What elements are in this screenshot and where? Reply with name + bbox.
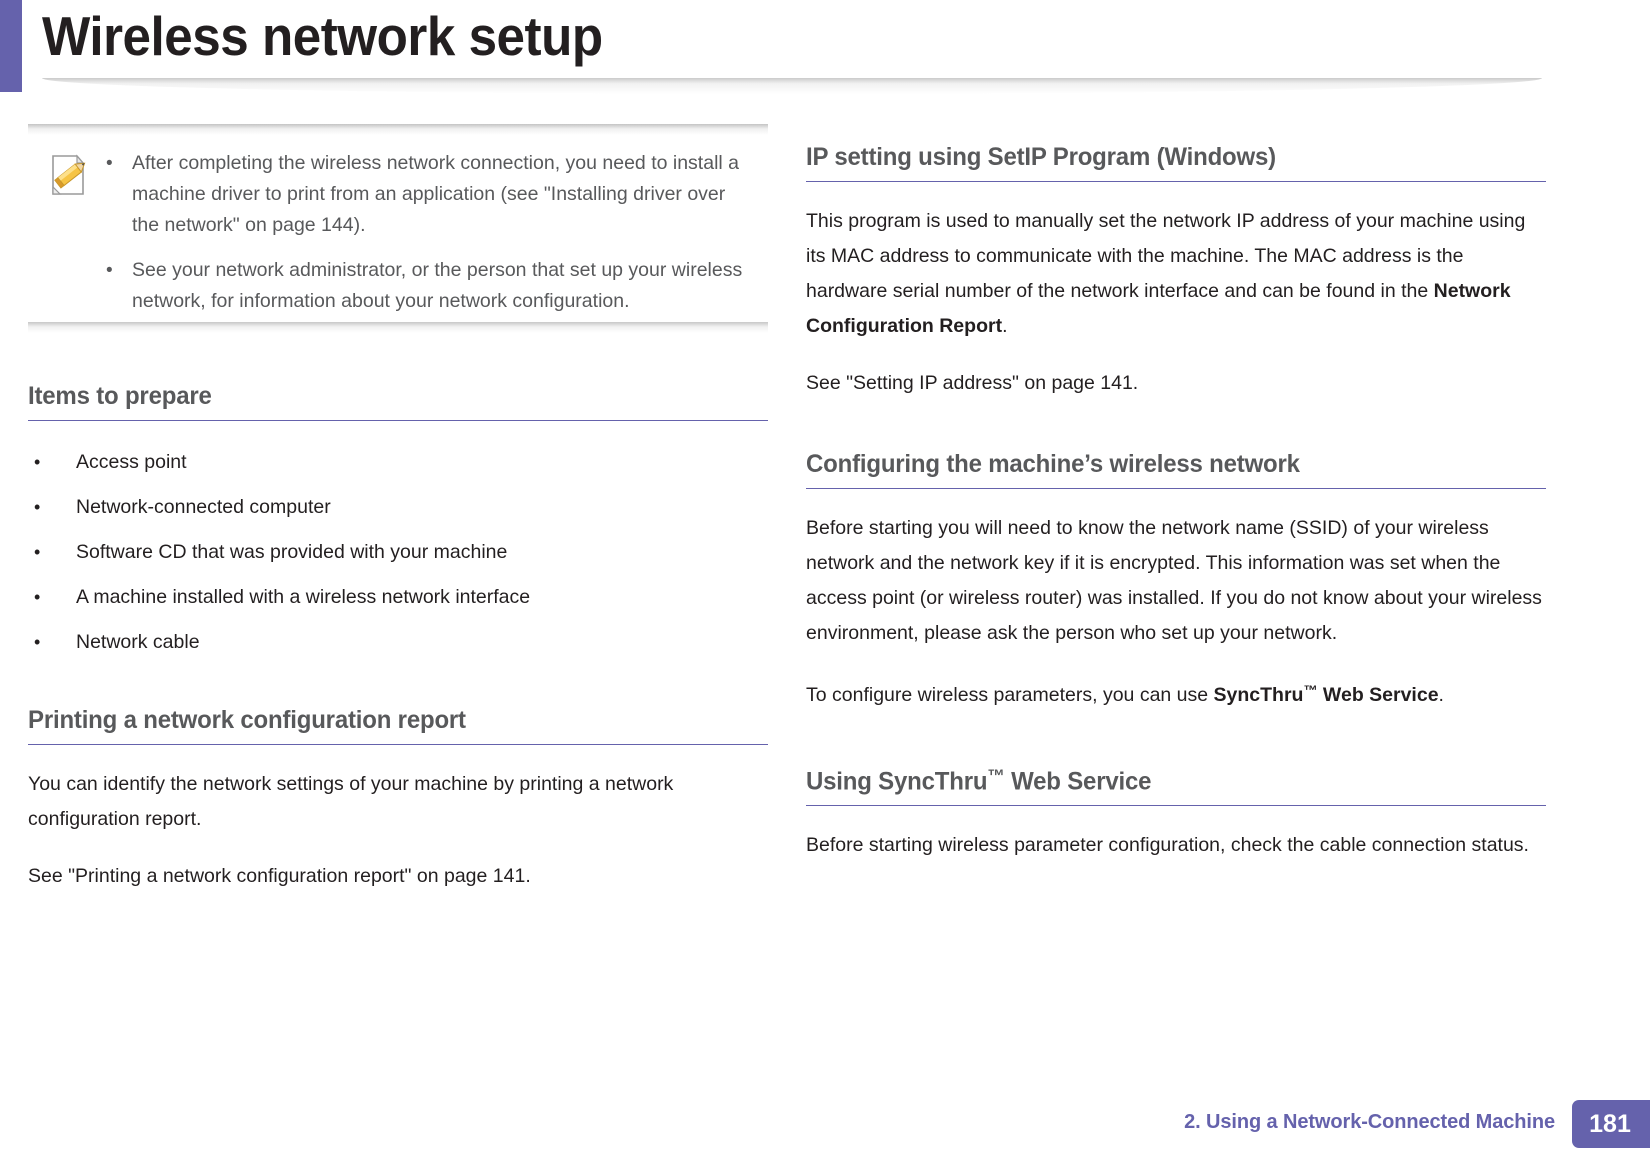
paragraph: See "Setting IP address" on page 141. <box>806 372 1139 394</box>
list-item-label: A machine installed with a wireless netw… <box>76 586 531 608</box>
list-item: • Access point <box>28 447 768 477</box>
note-pencil-icon <box>36 148 106 201</box>
list-bullet-glyph: • <box>34 542 41 562</box>
note-box: • After completing the wireless network … <box>28 124 768 333</box>
section-printing-network-config-report: Printing a network configuration report … <box>28 703 768 894</box>
list-item: • Software CD that was provided with you… <box>28 537 768 567</box>
brand-name: SyncThru <box>1213 683 1304 706</box>
note-box-bottom-rule <box>28 322 768 333</box>
section-heading: Items to prepare <box>28 382 212 410</box>
page-number-badge: 181 <box>1572 1100 1650 1148</box>
note-list: • After completing the wireless network … <box>106 148 760 317</box>
note-item: • After completing the wireless network … <box>106 148 756 241</box>
paragraph-text: . <box>1438 683 1444 706</box>
note-bullet-glyph: • <box>106 153 113 174</box>
list-item-label: Network cable <box>76 631 200 653</box>
section-heading: Using SyncThru™ Web Service <box>806 759 1516 799</box>
note-bullet-glyph: • <box>106 260 113 281</box>
page-body: • After completing the wireless network … <box>0 100 1650 1060</box>
right-column: IP setting using SetIP Program (Windows)… <box>806 100 1546 863</box>
list-item-label: Access point <box>76 451 187 473</box>
list-item-label: Software CD that was provided with your … <box>76 541 508 563</box>
note-item-text: See your network administrator, or the p… <box>132 259 743 312</box>
section-heading-rule <box>806 181 1546 182</box>
note-box-top-rule <box>28 124 768 135</box>
paragraph-text: To configure wireless parameters, you ca… <box>806 683 1214 706</box>
list-bullet-glyph: • <box>34 452 41 472</box>
list-bullet-glyph: • <box>34 497 41 517</box>
paragraph: You can identify the network settings of… <box>28 773 674 830</box>
brand-suffix: Web Service <box>1317 683 1439 706</box>
items-to-prepare-list: • Access point • Network-connected compu… <box>28 447 768 657</box>
note-item-text: After completing the wireless network co… <box>132 152 739 236</box>
page-header: Wireless network setup <box>0 0 1650 94</box>
list-item: • A machine installed with a wireless ne… <box>28 582 768 612</box>
emphasis-syncthru-web-service: SyncThru™ Web Service <box>1213 682 1439 706</box>
section-heading: Printing a network configuration report <box>28 706 466 734</box>
paragraph: Before starting wireless parameter confi… <box>806 834 1529 857</box>
section-heading-rule <box>806 488 1546 489</box>
section-items-to-prepare: Items to prepare • Access point • Networ… <box>28 379 768 657</box>
paragraph: See "Printing a network configuration re… <box>28 865 531 887</box>
section-heading: Configuring the machine’s wireless netwo… <box>806 450 1300 478</box>
left-column: • After completing the wireless network … <box>28 100 768 894</box>
page-footer: 2. Using a Network-Connected Machine 181 <box>0 1086 1650 1158</box>
header-shadow-divider <box>42 78 1542 94</box>
paragraph: To configure wireless parameters, you ca… <box>806 673 1546 713</box>
list-item-label: Network-connected computer <box>76 496 331 518</box>
section-configuring-wireless-network: Configuring the machine’s wireless netwo… <box>806 447 1546 713</box>
section-heading: IP setting using SetIP Program (Windows) <box>806 143 1276 171</box>
section-using-syncthru-web-service: Using SyncThru™ Web Service Before start… <box>806 759 1546 864</box>
footer-chapter-label: 2. Using a Network-Connected Machine <box>1184 1111 1555 1133</box>
paragraph-text: . <box>1002 315 1008 337</box>
section-heading-rule <box>28 420 768 421</box>
list-item: • Network-connected computer <box>28 492 768 522</box>
list-item: • Network cable <box>28 627 768 657</box>
section-heading-part: Using SyncThru <box>806 767 988 796</box>
paragraph: Before starting you will need to know th… <box>806 517 1542 644</box>
trademark-icon: ™ <box>1303 682 1318 698</box>
paragraph-text: This program is used to manually set the… <box>806 210 1526 302</box>
section-heading-rule <box>28 744 768 745</box>
list-bullet-glyph: • <box>34 587 41 607</box>
section-heading-rule <box>806 805 1546 807</box>
section-heading-part: Web Service <box>1004 767 1152 796</box>
emphasis-network-configuration-report: Network Configuration Report <box>806 280 1511 337</box>
list-bullet-glyph: • <box>34 632 41 652</box>
trademark-icon: ™ <box>987 765 1005 786</box>
section-ip-setting-setip: IP setting using SetIP Program (Windows)… <box>806 140 1546 401</box>
paragraph: This program is used to manually set the… <box>806 204 1546 344</box>
page-title: Wireless network setup <box>42 5 603 67</box>
note-item: • See your network administrator, or the… <box>106 255 756 317</box>
header-accent-bar <box>0 0 22 92</box>
